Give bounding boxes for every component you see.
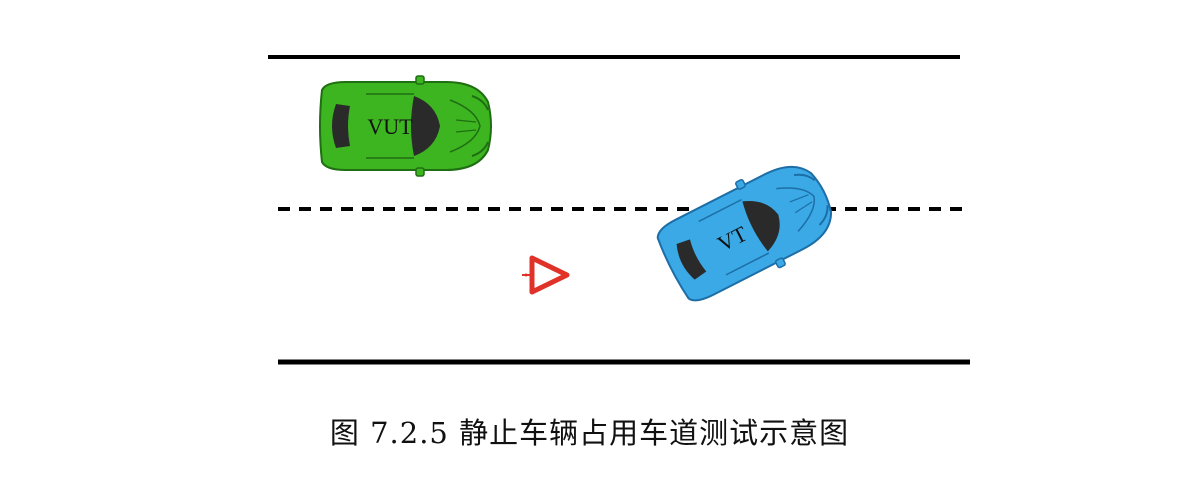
vut-car-body [319, 81, 492, 171]
vt-car-body [656, 165, 833, 302]
vut-car: VUT [319, 75, 492, 177]
figure-caption: 图 7.2.5 静止车辆占用车道测试示意图 [329, 416, 850, 450]
vut-label: VUT [367, 114, 413, 139]
vt-car: VT [656, 165, 833, 302]
warning-triangle-icon [522, 255, 570, 295]
